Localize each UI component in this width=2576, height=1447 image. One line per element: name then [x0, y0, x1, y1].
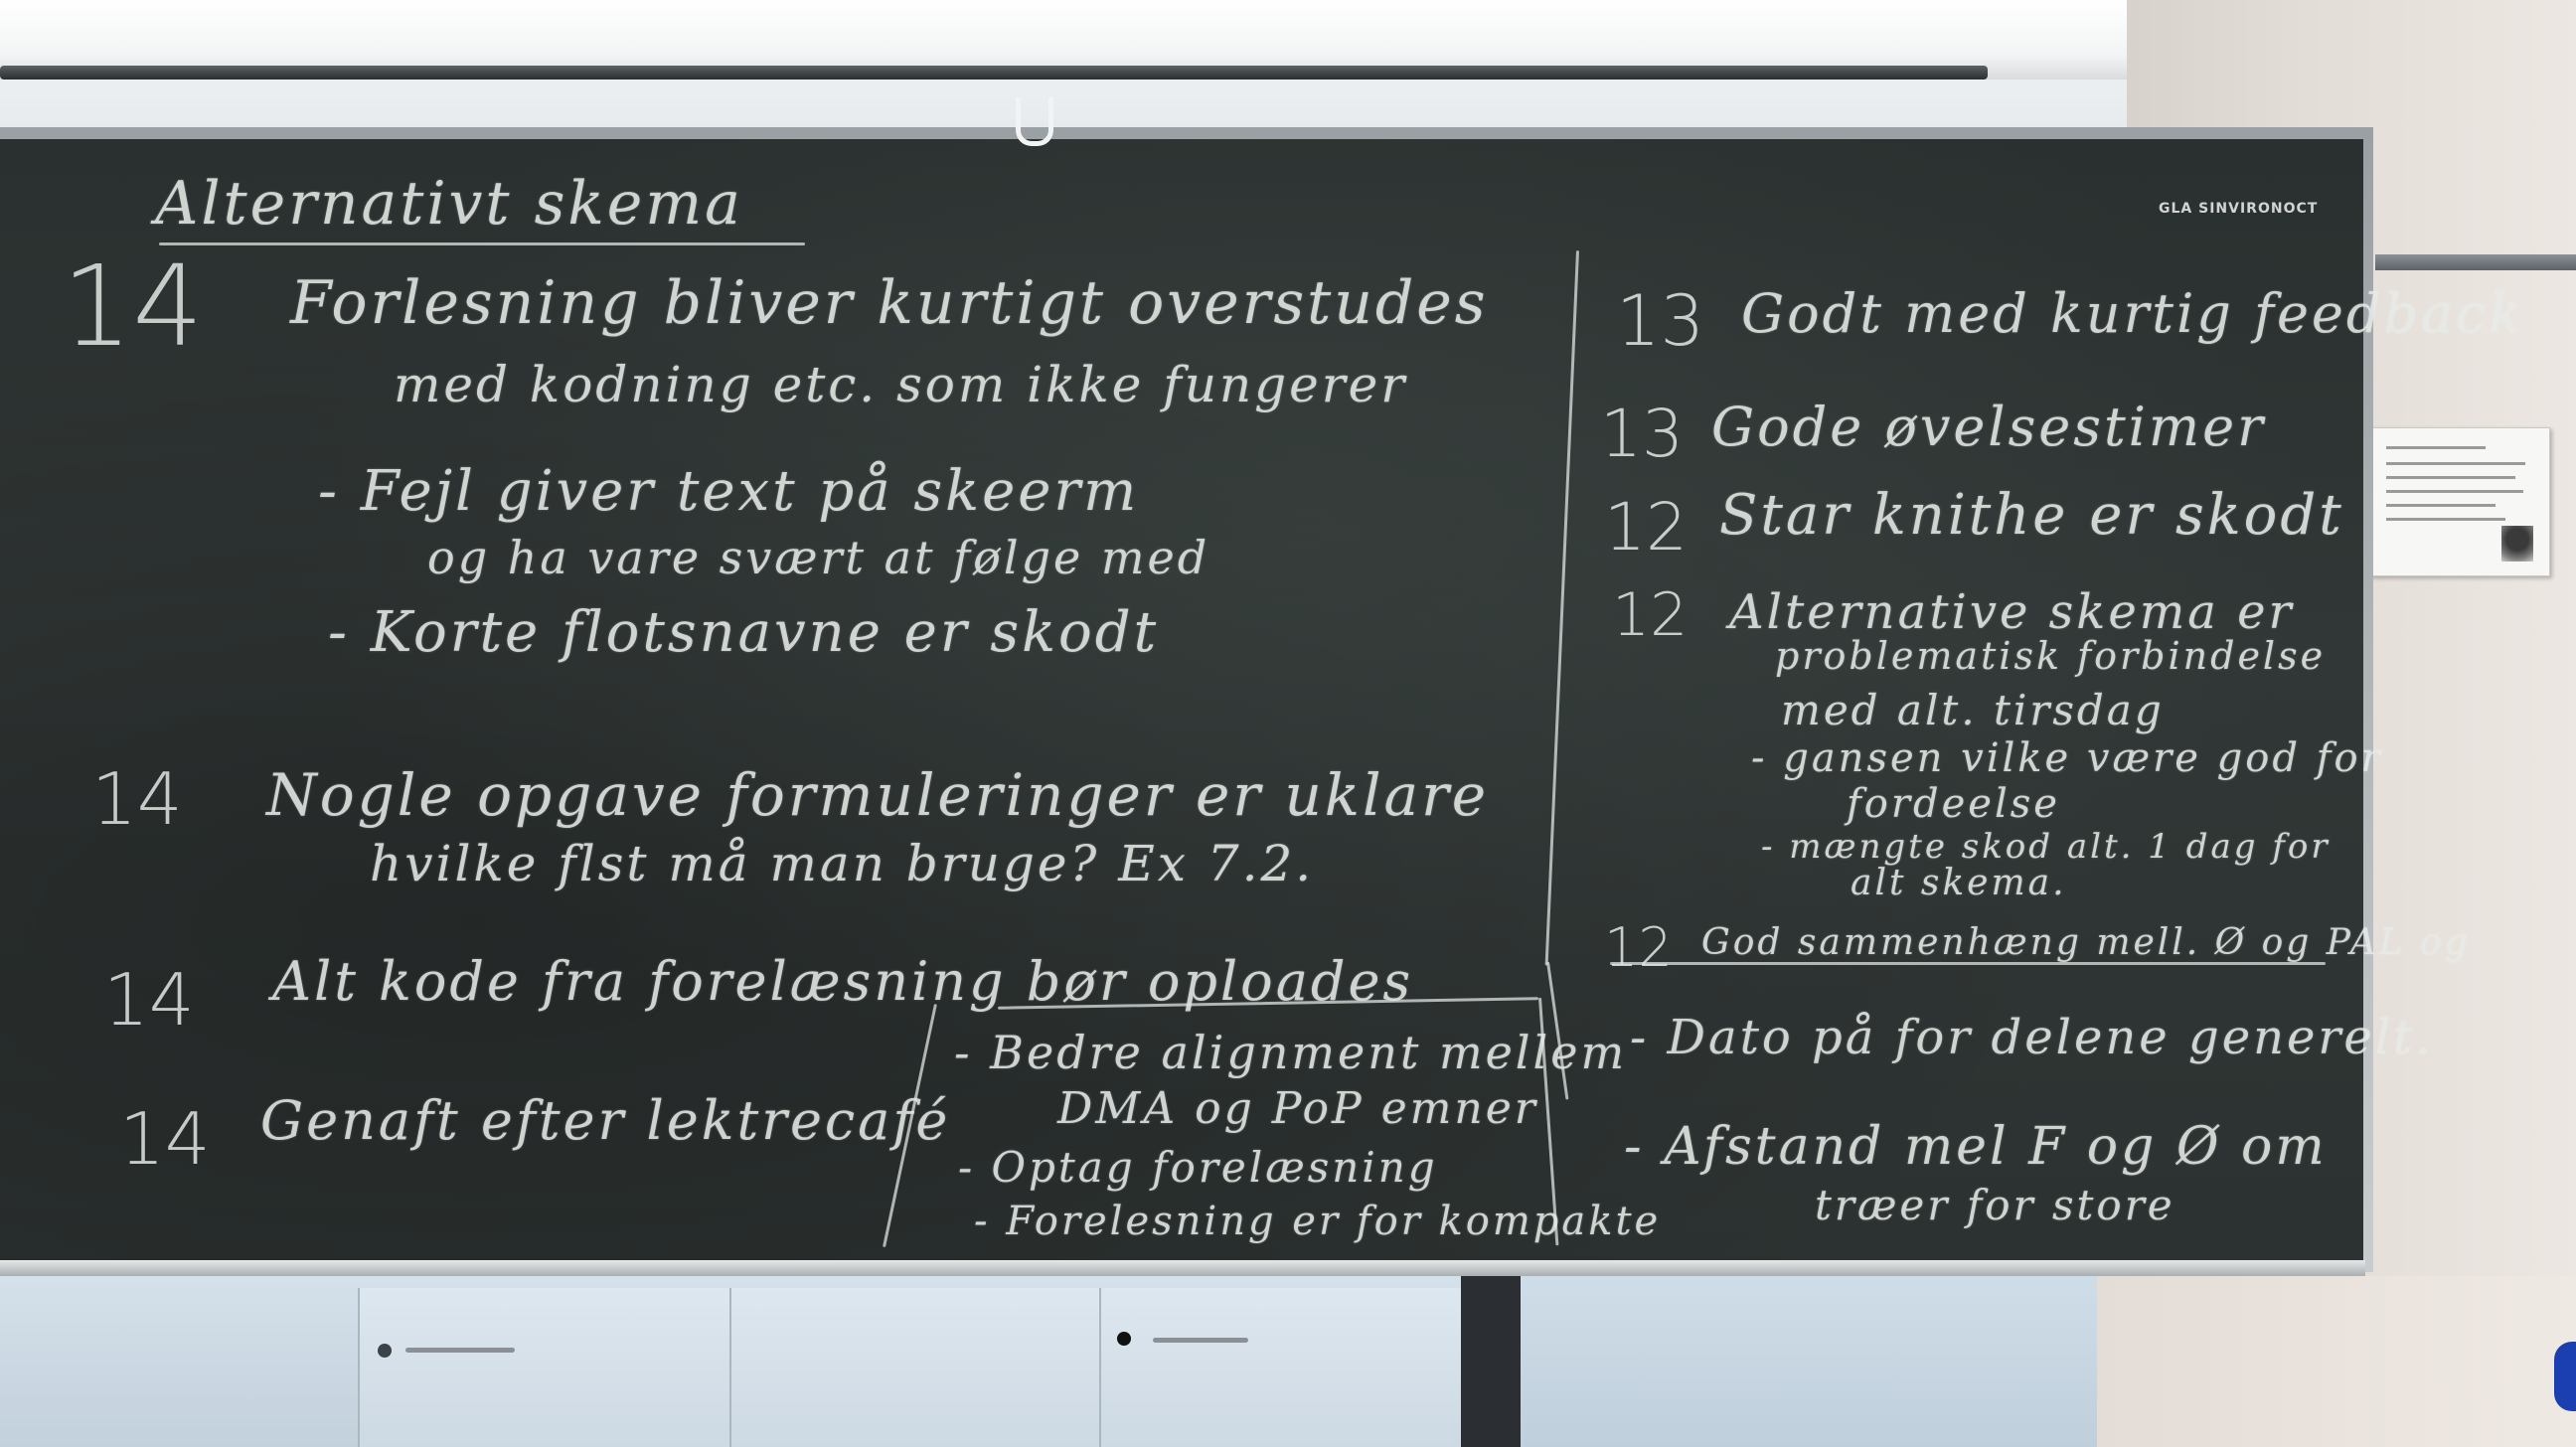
chalkboard — [0, 139, 2363, 1260]
feedback-line: Alternative skema er — [1729, 584, 2295, 640]
score: 12 — [1604, 916, 1673, 979]
feedback-line: - Dato på for delene generelt. — [1630, 1010, 2434, 1065]
feedback-line: og ha vare svært at følge med — [427, 531, 1210, 584]
notice-photo — [2501, 526, 2533, 562]
score: 12 — [1612, 580, 1689, 650]
score: 14 — [103, 958, 195, 1042]
cabinet-gap — [1461, 1276, 1521, 1447]
feedback-line: alt skema. — [1851, 863, 2067, 903]
cabinet-lock — [1117, 1332, 1131, 1346]
screen-pull-handle — [1016, 97, 1053, 146]
cabinet-handle — [1153, 1338, 1248, 1343]
feedback-line: Star knithe er skodt — [1719, 483, 2344, 548]
score: 14 — [91, 757, 183, 841]
lower-wall — [1521, 1276, 2097, 1447]
projector-screen-rail — [0, 66, 1988, 80]
title-underline — [159, 242, 805, 245]
cabinet-door — [358, 1288, 729, 1447]
score: 14 — [62, 242, 204, 372]
feedback-line: fordeelse — [1847, 781, 2060, 827]
lower-wall-right — [2097, 1276, 2576, 1447]
feedback-line: - Fejl giver text på skeerm — [318, 459, 1140, 524]
cabinet-door — [729, 1288, 1099, 1447]
cabinet-door — [1099, 1288, 1463, 1447]
feedback-line: God sammenhæng mell. Ø og PAL og — [1701, 922, 2471, 963]
feedback-line: - gansen vilke være god for — [1751, 735, 2383, 781]
feedback-line: problematisk forbindelse — [1775, 634, 2327, 678]
wall-rail — [2375, 254, 2576, 270]
right-underline — [1610, 962, 2326, 965]
chalk-tray — [0, 1260, 2365, 1276]
cabinet-handle — [405, 1348, 515, 1353]
box-item: - Bedre alignment mellem — [954, 1026, 1628, 1079]
board-title: Alternativt skema — [155, 169, 743, 239]
feedback-line: Genaft efter lektrecafé — [260, 1089, 951, 1152]
score: 13 — [1600, 396, 1684, 472]
blue-object — [2554, 1342, 2576, 1411]
feedback-line: med alt. tirsdag — [1781, 686, 2165, 734]
board-brand-label: GLA SINVIRONOCT — [2159, 201, 2319, 217]
box-item: DMA og PoP emner — [1057, 1083, 1538, 1134]
feedback-line: med kodning etc. som ikke fungerer — [394, 356, 1408, 413]
box-item: - Optag forelæsning — [958, 1143, 1438, 1192]
box-item: - Forelesning er for kompakte — [974, 1199, 1662, 1244]
feedback-line: træer for store — [1815, 1181, 2175, 1229]
feedback-line: Nogle opgave formuleringer er uklare — [266, 761, 1490, 829]
feedback-line: Godt med kurtig feedback — [1741, 282, 2525, 345]
feedback-line: Gode øvelsestimer — [1711, 396, 2266, 458]
feedback-line: Forlesning bliver kurtigt overstudes — [290, 268, 1489, 338]
score: 12 — [1604, 489, 1688, 565]
score: 13 — [1616, 280, 1705, 362]
score: 14 — [119, 1097, 211, 1181]
feedback-line: - Korte flotsnavne er skodt — [328, 600, 1160, 665]
feedback-line: - Afstand mel F og Ø om — [1624, 1117, 2328, 1177]
cabinet-lock — [378, 1344, 392, 1358]
feedback-line: hvilke flst må man bruge? Ex 7.2. — [370, 835, 1315, 892]
feedback-line: - mængte skod alt. 1 dag for — [1761, 827, 2331, 867]
wall-notice-paper — [2369, 427, 2550, 576]
